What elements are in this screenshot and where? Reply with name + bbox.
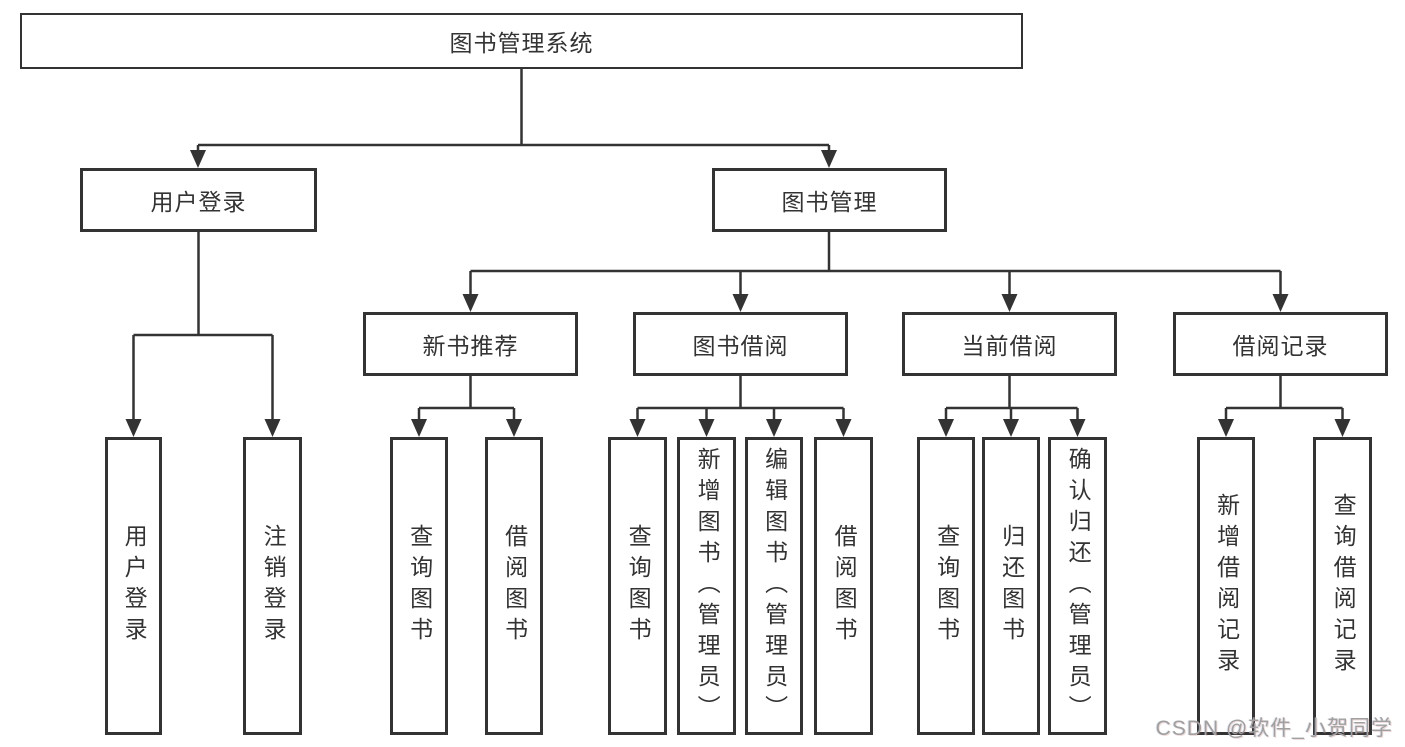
node-leaf-add-borrow-record: 新增借阅记录 — [1197, 437, 1255, 735]
node-leaf-confirm-return-admin: 确认归还（管理员） — [1048, 437, 1107, 735]
node-leaf-add-books-admin: 新增图书（管理员） — [677, 437, 736, 735]
node-label: 查询图书 — [625, 524, 652, 648]
node-label: 查询图书 — [406, 524, 433, 648]
node-user-login: 用户登录 — [80, 168, 317, 232]
node-label: 新增图书（管理员） — [694, 446, 721, 726]
node-borrowing-records: 借阅记录 — [1173, 312, 1388, 376]
node-label: 编辑图书（管理员） — [761, 446, 788, 726]
node-book-management: 图书管理 — [712, 168, 947, 232]
node-book-borrowing: 图书借阅 — [633, 312, 848, 376]
node-label: 借阅图书 — [501, 524, 528, 648]
node-leaf-borrow-books-nb: 借阅图书 — [485, 437, 543, 735]
node-leaf-edit-books-admin: 编辑图书（管理员） — [745, 437, 803, 735]
arrowhead-icons — [125, 150, 1351, 437]
node-label: 归还图书 — [998, 524, 1025, 648]
node-leaf-query-books-bb: 查询图书 — [608, 437, 667, 735]
node-leaf-logout: 注销登录 — [243, 437, 302, 735]
node-leaf-query-books-cb: 查询图书 — [917, 437, 975, 735]
node-current-borrowing: 当前借阅 — [902, 312, 1117, 376]
node-label: 查询借阅记录 — [1330, 493, 1357, 679]
node-leaf-user-login: 用户登录 — [105, 437, 162, 735]
node-leaf-borrow-books-bb: 借阅图书 — [814, 437, 873, 735]
node-label: 查询图书 — [933, 524, 960, 648]
node-label: 确认归还（管理员） — [1065, 446, 1092, 726]
node-label: 新增借阅记录 — [1213, 493, 1240, 679]
node-label: 用户登录 — [121, 524, 148, 648]
node-label: 借阅图书 — [831, 524, 858, 648]
node-new-book-recommendation: 新书推荐 — [363, 312, 578, 376]
node-leaf-query-books-nb: 查询图书 — [390, 437, 448, 735]
watermark: CSDN @软件_小贺同学 — [1155, 717, 1393, 740]
node-leaf-query-borrow-record: 查询借阅记录 — [1313, 437, 1372, 735]
node-label: 注销登录 — [260, 524, 287, 648]
node-root-library-system: 图书管理系统 — [20, 13, 1023, 69]
node-leaf-return-books: 归还图书 — [982, 437, 1040, 735]
